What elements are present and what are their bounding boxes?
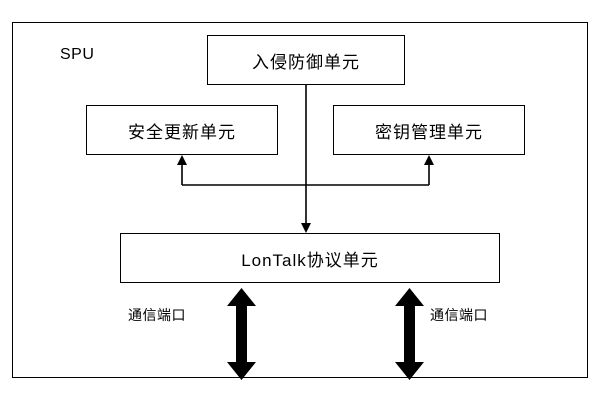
box-lontalk-label: LonTalk协议单元 <box>241 250 379 270</box>
box-lontalk-protocol-unit[interactable]: LonTalk协议单元 <box>120 233 500 283</box>
box-security-update-unit[interactable]: 安全更新单元 <box>86 105 278 155</box>
spu-label: SPU <box>60 46 95 63</box>
box-intrusion-prevention-unit[interactable]: 入侵防御单元 <box>207 35 405 85</box>
left-communication-port-label: 通信端口 <box>128 307 186 323</box>
box-key-label: 密钥管理单元 <box>375 122 483 142</box>
box-key-management-unit[interactable]: 密钥管理单元 <box>333 105 525 155</box>
box-ips-label: 入侵防御单元 <box>252 52 360 72</box>
box-update-label: 安全更新单元 <box>128 122 236 142</box>
right-communication-port-label: 通信端口 <box>430 307 488 323</box>
